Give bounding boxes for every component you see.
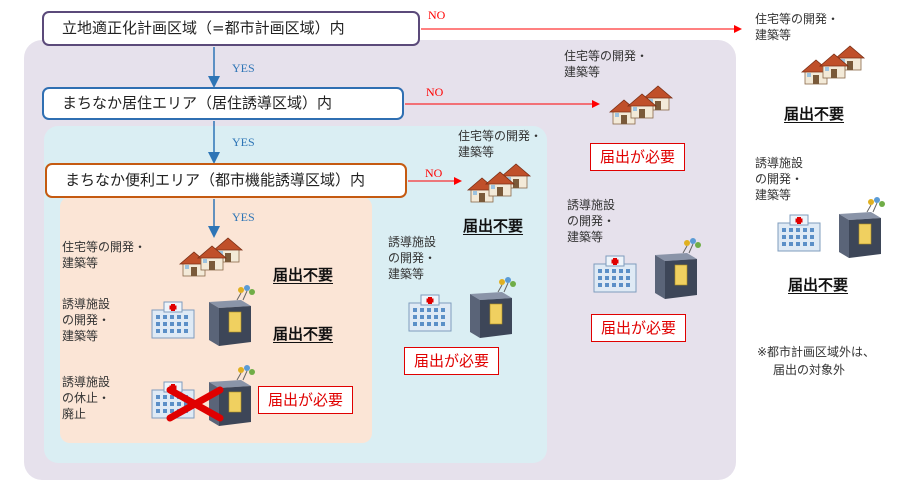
facility-label-mid: 誘導施設の開発・建築等	[388, 235, 437, 281]
yes-label-2: YES	[232, 135, 255, 149]
no-label-2: NO	[426, 85, 444, 99]
residential-zone-box: まちなか居住エリア（居住誘導区域）内	[42, 87, 404, 120]
commercial-building-icon	[209, 285, 255, 346]
yes-label-1: YES	[232, 61, 255, 75]
hospital-icon	[408, 294, 452, 332]
urban-function-zone-box: まちなか便利エリア（都市機能誘導区域）内	[45, 163, 407, 198]
housing-label-mid: 住宅等の開発・建築等	[458, 129, 543, 159]
facility-label-outside: 誘導施設の開発・建築等	[755, 156, 804, 202]
no-label-1: NO	[428, 8, 446, 22]
commercial-building-icon	[839, 197, 885, 258]
houses-icon	[466, 163, 532, 203]
result-required-housing-outer: 届出が必要	[590, 143, 686, 171]
closure-label-inner: 誘導施設の休止・廃止	[62, 375, 111, 421]
result-not-required-facility-inner: 届出不要	[273, 325, 334, 343]
hospital-icon	[593, 255, 637, 293]
commercial-building-icon	[470, 277, 516, 338]
result-required-facility-outer: 届出が必要	[591, 314, 687, 342]
houses-icon	[608, 85, 674, 125]
result-not-required-housing-outside: 届出不要	[784, 105, 845, 123]
houses-icon	[178, 237, 244, 277]
result-required-closure: 届出が必要	[258, 386, 354, 414]
no-label-3: NO	[425, 166, 443, 180]
commercial-building-icon	[655, 238, 701, 299]
hospital-icon	[777, 214, 821, 252]
result-required-facility-mid: 届出が必要	[404, 347, 500, 375]
result-not-required-housing-mid: 届出不要	[463, 217, 524, 235]
houses-icon	[800, 45, 866, 85]
cross-mark-icon	[166, 386, 224, 422]
hospital-icon	[151, 301, 195, 339]
planning-area-box: 立地適正化計画区域（=都市計画区域）内	[42, 11, 420, 46]
outside-area-note: ※都市計画区域外は、 届出の対象外	[757, 345, 876, 377]
facility-label-outer: 誘導施設の開発・建築等	[567, 198, 616, 244]
result-not-required-facility-outside: 届出不要	[788, 276, 849, 294]
result-not-required-housing-inner: 届出不要	[273, 266, 334, 284]
housing-label-outer: 住宅等の開発・建築等	[564, 49, 649, 79]
facility-label-inner: 誘導施設の開発・建築等	[62, 297, 111, 343]
yes-label-3: YES	[232, 210, 255, 224]
housing-label-outside: 住宅等の開発・建築等	[755, 12, 840, 42]
housing-label-inner: 住宅等の開発・建築等	[62, 240, 147, 270]
